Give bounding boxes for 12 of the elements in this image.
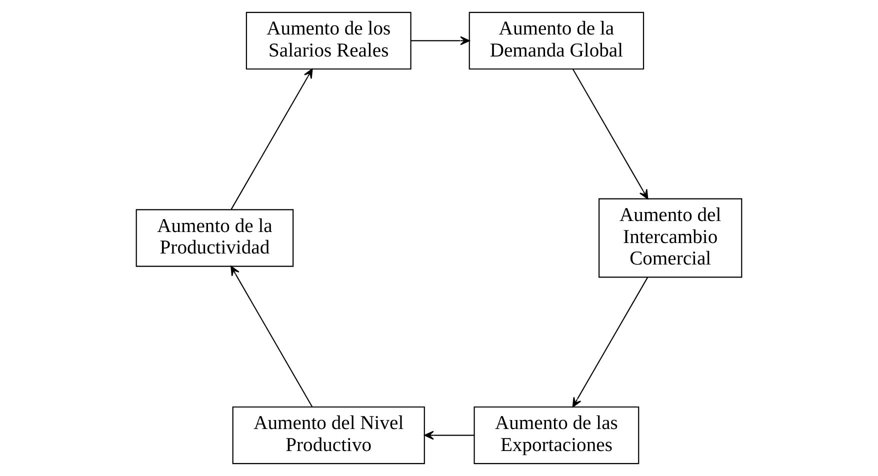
node-box: Aumento del Intercambio Comercial bbox=[598, 198, 742, 278]
arrow bbox=[572, 277, 648, 408]
node-box: Aumento de las Exportaciones bbox=[474, 406, 640, 464]
arrow bbox=[230, 68, 313, 210]
node-box: Aumento de la Demanda Global bbox=[468, 12, 644, 70]
arrow bbox=[410, 36, 470, 46]
arrow bbox=[424, 430, 474, 440]
node-box: Aumento de los Salarios Reales bbox=[246, 12, 412, 70]
node-box: Aumento de la Productividad bbox=[136, 209, 294, 267]
node-box: Aumento del Nivel Productivo bbox=[232, 406, 425, 464]
arrow bbox=[572, 69, 648, 200]
arrow bbox=[230, 266, 313, 407]
